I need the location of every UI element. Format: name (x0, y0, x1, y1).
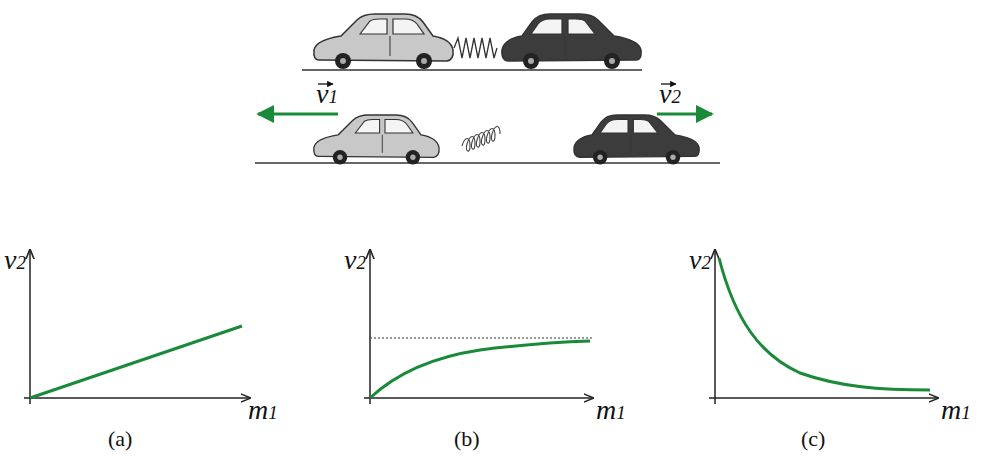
x-axis (24, 397, 250, 399)
graph-caption: (c) (801, 428, 825, 450)
linear-curve (30, 326, 242, 398)
y-axis (29, 250, 31, 404)
axis-label: v2 (344, 246, 366, 274)
ground-line (255, 162, 720, 164)
relaxed-spring (462, 127, 500, 152)
ground-line (302, 69, 642, 71)
compressed-spring (454, 38, 497, 58)
axis-label: v2 (4, 246, 26, 274)
graph-caption: (a) (108, 428, 132, 450)
asymptote-line (370, 338, 593, 339)
light-car (314, 14, 453, 69)
axis-label: m1 (941, 396, 971, 424)
velocity-arrow (258, 113, 338, 116)
axis-label: m1 (596, 396, 626, 424)
velocity-arrow (657, 113, 712, 116)
axis-label: m1 (248, 396, 278, 424)
y-axis (369, 250, 371, 404)
y-axis (714, 250, 716, 404)
axis-label: v2 (689, 246, 711, 274)
decaying-curve (719, 258, 930, 390)
dark-car (502, 14, 641, 69)
x-axis (364, 397, 593, 399)
dark-car (574, 115, 699, 165)
x-axis (709, 397, 938, 399)
vector-label: v2 (659, 80, 681, 108)
vector-label: v1 (316, 80, 338, 108)
graph-caption: (b) (454, 428, 480, 450)
saturating-curve (370, 341, 590, 398)
light-car (314, 115, 439, 165)
